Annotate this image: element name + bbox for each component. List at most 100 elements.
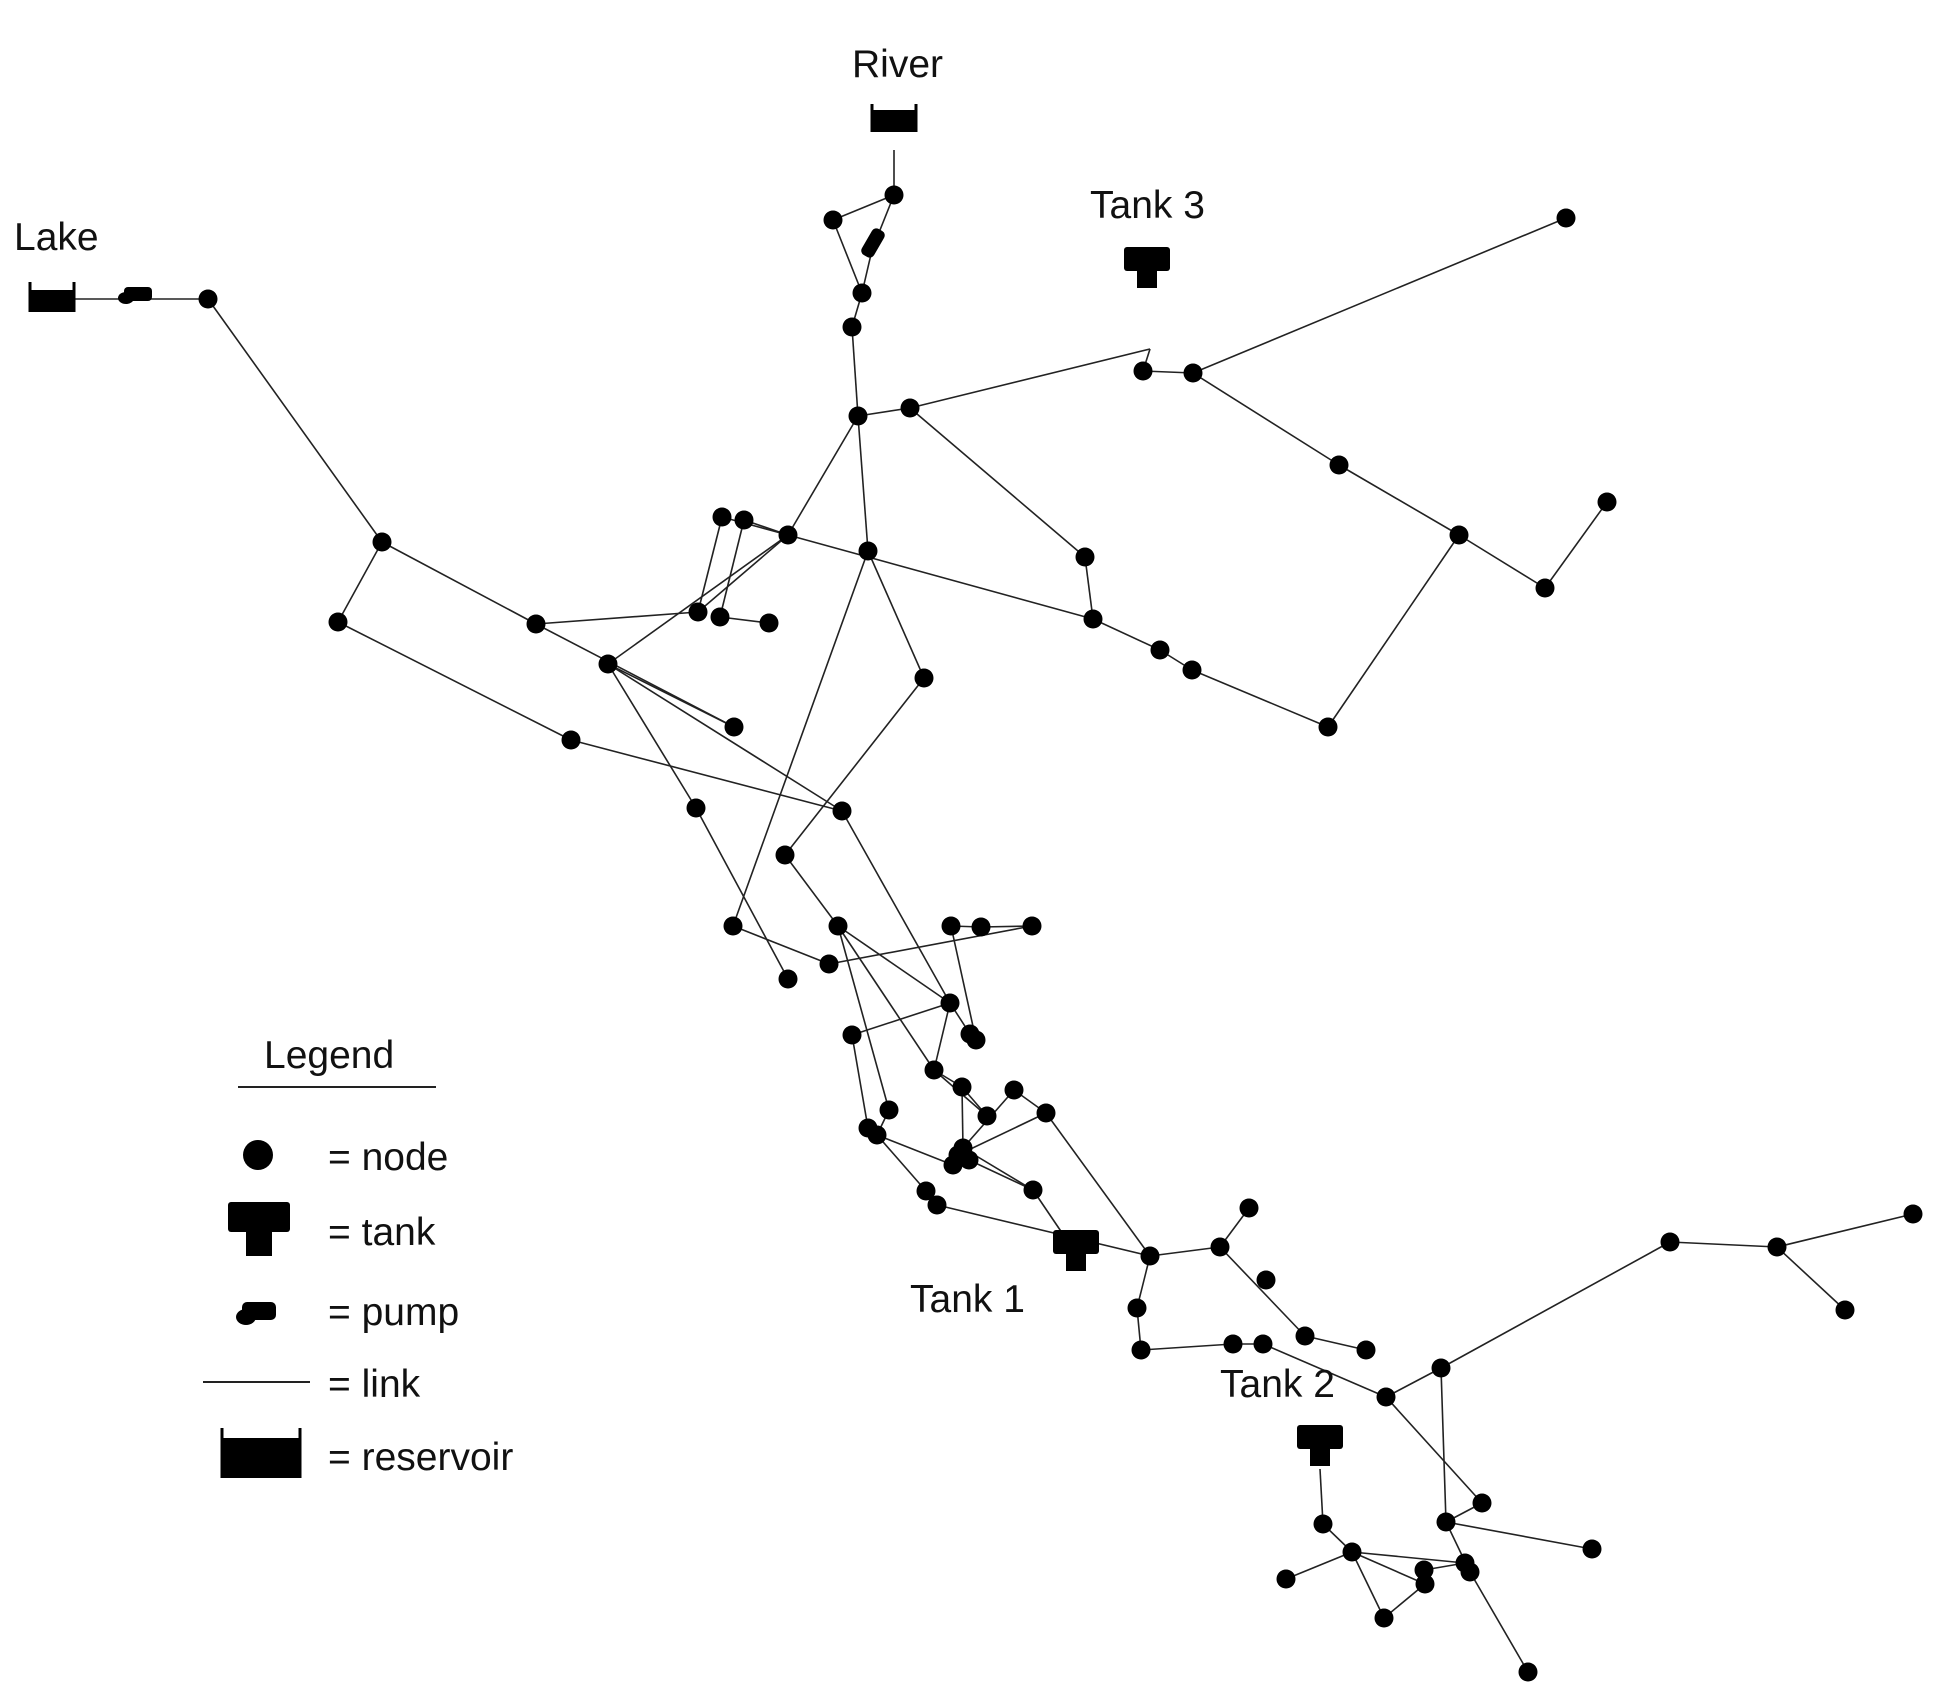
link (1327, 534, 1460, 728)
link (719, 519, 745, 618)
node (1767, 1237, 1787, 1257)
node (832, 801, 852, 821)
link (1338, 464, 1460, 536)
node (1023, 1180, 1043, 1200)
link (695, 807, 789, 980)
node (1253, 1334, 1273, 1354)
link (837, 925, 951, 1004)
node (952, 1077, 972, 1097)
link (961, 1086, 964, 1149)
link (1192, 217, 1567, 374)
legend-reservoir-icon (220, 1428, 302, 1478)
river-label: River (852, 43, 943, 86)
tank2-icon (1297, 1425, 1343, 1466)
link (607, 663, 843, 812)
link (1385, 1367, 1442, 1398)
node (1460, 1562, 1480, 1582)
lake-label: Lake (14, 216, 99, 259)
node (1313, 1514, 1333, 1534)
node (1318, 717, 1338, 737)
link (1351, 1551, 1466, 1564)
tank1-icon (1053, 1230, 1099, 1271)
node (943, 1155, 963, 1175)
link (787, 415, 859, 536)
node (526, 614, 546, 634)
link (697, 534, 789, 613)
node (823, 210, 843, 230)
node (914, 668, 934, 688)
link (909, 348, 1151, 409)
link (1191, 669, 1329, 728)
node (328, 612, 348, 632)
node (598, 654, 618, 674)
link (876, 1134, 954, 1166)
link (381, 541, 537, 625)
link (837, 925, 935, 1071)
link (1440, 1241, 1671, 1369)
link (1351, 1551, 1426, 1585)
river-reservoir-icon (870, 104, 918, 132)
legend-pump-icon (236, 1302, 276, 1325)
link (936, 1204, 1151, 1257)
link (841, 810, 951, 1004)
node (778, 969, 798, 989)
link (1219, 1246, 1306, 1337)
node (971, 917, 991, 937)
link (1149, 1246, 1221, 1257)
node (1004, 1080, 1024, 1100)
node (828, 916, 848, 936)
node (927, 1195, 947, 1215)
node (1182, 660, 1202, 680)
node (924, 1060, 944, 1080)
link (837, 925, 890, 1111)
node (759, 613, 779, 633)
link (1351, 1551, 1385, 1619)
link (832, 219, 863, 294)
node (710, 607, 730, 627)
node (842, 317, 862, 337)
link (851, 1034, 869, 1129)
link (876, 1134, 927, 1192)
node (686, 798, 706, 818)
link (968, 1159, 1034, 1191)
link (1084, 556, 1094, 620)
node (977, 1106, 997, 1126)
link (1285, 1551, 1353, 1580)
node (1140, 1246, 1160, 1266)
node (1415, 1574, 1435, 1594)
node (734, 510, 754, 530)
link (1469, 1571, 1529, 1673)
tank3-icon (1124, 247, 1170, 288)
link (957, 1112, 1047, 1156)
node (966, 1030, 986, 1050)
node (1903, 1204, 1923, 1224)
legend-node-icon (243, 1140, 273, 1170)
link (1140, 1343, 1234, 1351)
node (1472, 1493, 1492, 1513)
link (1192, 372, 1340, 466)
link (784, 677, 925, 856)
link (909, 407, 1086, 558)
node (852, 283, 872, 303)
node (1256, 1270, 1276, 1290)
link (732, 925, 830, 965)
legend-link-label: = link (328, 1363, 421, 1406)
link (337, 541, 383, 623)
node (1276, 1569, 1296, 1589)
legend-pump-label: = pump (328, 1291, 459, 1334)
node (842, 1025, 862, 1045)
node (1374, 1608, 1394, 1628)
node (1131, 1340, 1151, 1360)
link (1776, 1246, 1846, 1311)
node (1660, 1232, 1680, 1252)
node (561, 730, 581, 750)
link (950, 925, 977, 1041)
node (1436, 1512, 1456, 1532)
nodes-layer (198, 185, 1923, 1682)
node (1431, 1358, 1451, 1378)
link (607, 534, 789, 665)
node (1295, 1326, 1315, 1346)
node (723, 916, 743, 936)
link (1458, 534, 1546, 589)
link (535, 611, 699, 625)
